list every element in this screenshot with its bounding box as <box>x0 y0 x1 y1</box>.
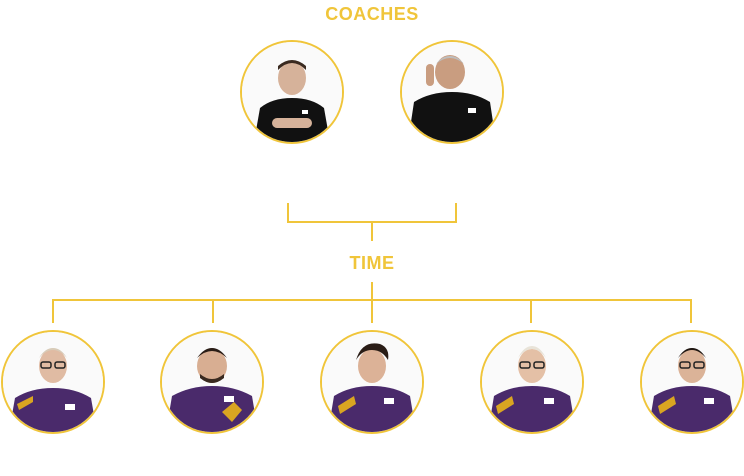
player-5-drop-line <box>690 299 692 323</box>
player-4-drop-line <box>530 299 532 323</box>
team-heading: TIME <box>349 253 395 273</box>
coaches-heading: COACHES <box>325 4 419 24</box>
player-avatar-1 <box>1 330 105 434</box>
person-icon <box>162 332 262 432</box>
player-avatar-2 <box>160 330 264 434</box>
player-1-drop-line <box>52 299 54 323</box>
coaches-bracket-left <box>287 203 289 223</box>
coaches-bracket-right <box>455 203 457 223</box>
player-2-drop-line <box>212 299 214 323</box>
person-icon <box>3 332 103 432</box>
player-3-drop-line <box>371 299 373 323</box>
person-icon <box>242 42 342 142</box>
person-icon <box>322 332 422 432</box>
coaches-to-team-line <box>371 221 373 241</box>
player-avatar-4 <box>480 330 584 434</box>
person-icon <box>482 332 582 432</box>
coach-avatar-2 <box>400 40 504 144</box>
coach-avatar-1 <box>240 40 344 144</box>
player-avatar-5 <box>640 330 744 434</box>
person-icon <box>402 42 502 142</box>
team-stem-line <box>371 282 373 300</box>
player-avatar-3 <box>320 330 424 434</box>
person-icon <box>642 332 742 432</box>
